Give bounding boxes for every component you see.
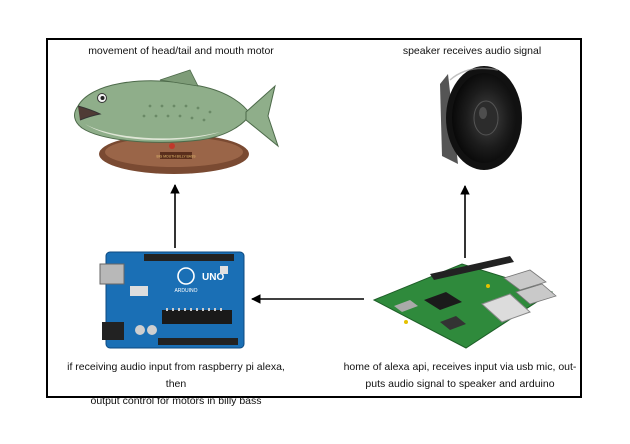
microcontroller-chip [162, 310, 232, 324]
usb-connector [99, 263, 125, 285]
fish-fin [159, 69, 199, 87]
arduino-brand-label: ARDUINO [174, 288, 197, 294]
raspberry-pi-caption: home of alexa api, receives input via us… [343, 361, 577, 390]
bass-fish-image: BIG MOUTH BILLY BASS [74, 69, 280, 174]
usb-ports [503, 269, 557, 305]
power-jack [102, 322, 124, 340]
pi-soc [424, 292, 462, 310]
gpio-header [430, 256, 514, 280]
ethernet-port [481, 293, 531, 323]
fish-tail [245, 84, 280, 148]
plaque-label: BIG MOUTH BILLY BASS [156, 155, 196, 159]
arduino-uno-image: UNO ARDUINO [99, 251, 245, 349]
arduino-caption: if receiving audio input from raspberry … [67, 361, 285, 407]
speaker-caption: speaker receives audio signal [402, 45, 542, 57]
fish-caption: movement of head/tail and mouth motor [88, 45, 274, 57]
speaker-image [440, 66, 522, 170]
raspberry-pi-image [372, 256, 557, 349]
fish-body [74, 80, 251, 143]
arduino-logo [177, 267, 195, 285]
arduino-model-label: UNO [202, 272, 224, 283]
